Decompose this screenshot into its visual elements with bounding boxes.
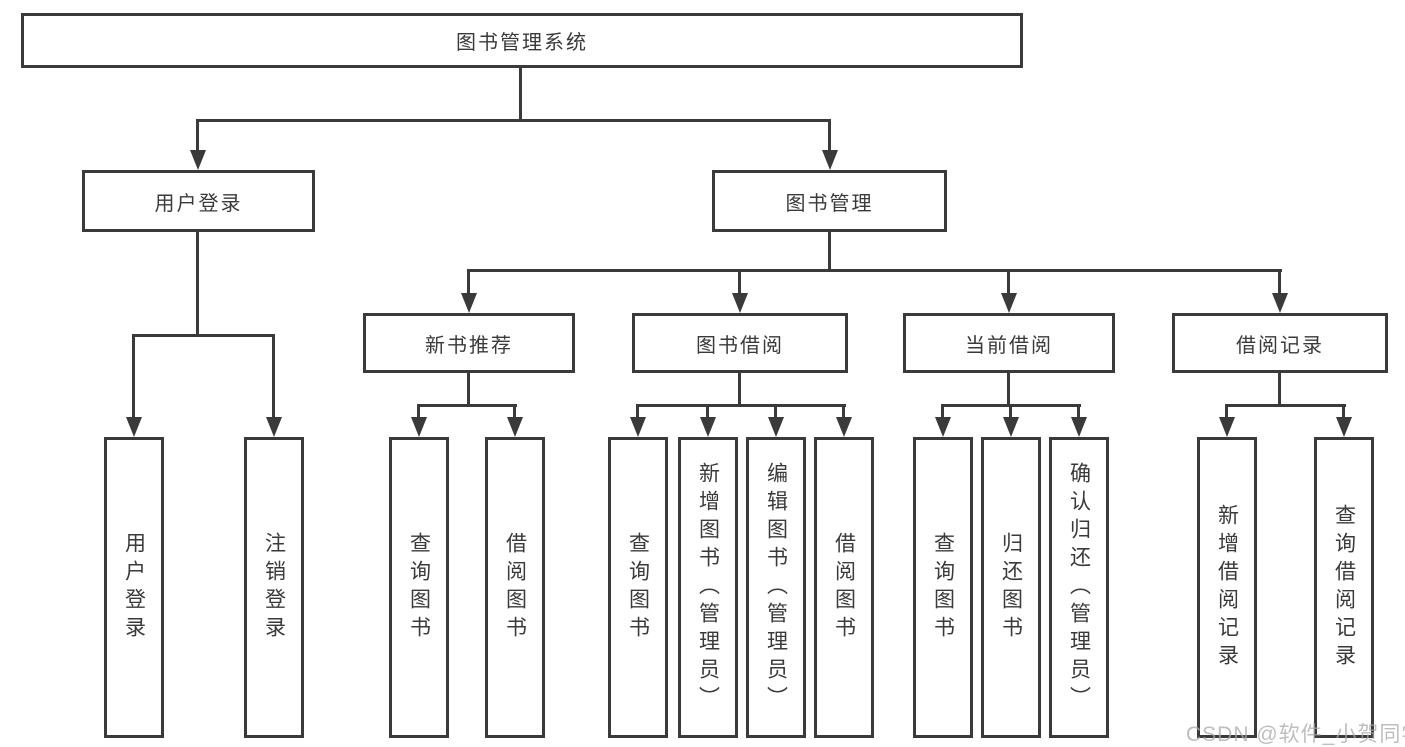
node-label: 图书管理 <box>785 192 874 215</box>
connector-stem <box>467 373 470 407</box>
leaf-borrow-books-recommend: 借阅图书 <box>485 437 545 738</box>
arrowhead-down-icon <box>1336 417 1352 437</box>
leaf-label: 查询图书 <box>931 531 955 644</box>
leaf-confirm-return-admin: 确认归还（管理员） <box>1049 437 1109 738</box>
leaf-label: 注销登录 <box>262 531 286 644</box>
arrowhead-down-icon <box>126 417 142 437</box>
connector-drop <box>636 404 639 419</box>
leaf-label: 新增图书（管理员） <box>696 461 720 714</box>
leaf-borrow-books: 借阅图书 <box>814 437 874 738</box>
connector-stem <box>1278 373 1281 407</box>
arrowhead-down-icon <box>266 417 282 437</box>
node-label: 借阅记录 <box>1236 334 1324 357</box>
leaf-query-books-recommend: 查询图书 <box>389 437 449 738</box>
arrowhead-down-icon <box>507 417 523 437</box>
arrowhead-down-icon <box>1272 293 1288 313</box>
arrowhead-down-icon <box>411 417 427 437</box>
arrowhead-down-icon <box>768 417 784 437</box>
leaf-label: 编辑图书（管理员） <box>764 461 788 714</box>
connector-drop <box>706 404 709 419</box>
leaf-label: 查询借阅记录 <box>1332 503 1356 672</box>
connector-stem <box>1007 373 1010 407</box>
connector-drop <box>1342 404 1345 419</box>
leaf-query-books-borrow: 查询图书 <box>608 437 668 738</box>
leaf-edit-books-admin: 编辑图书（管理员） <box>746 437 806 738</box>
node-current-borrow: 当前借阅 <box>903 313 1115 373</box>
csdn-watermark: CSDN @软件_小贺同学 <box>1186 723 1405 746</box>
leaf-add-borrow-record: 新增借阅记录 <box>1197 437 1257 738</box>
arrowhead-down-icon <box>1001 293 1017 313</box>
connector-drop <box>1007 269 1010 295</box>
connector-root-stem <box>519 68 522 122</box>
connector-drop <box>738 269 741 295</box>
arrowhead-down-icon <box>1219 417 1235 437</box>
connector-drop <box>842 404 845 419</box>
connector-drop <box>941 404 944 419</box>
leaf-label: 新增借阅记录 <box>1215 503 1239 672</box>
connector-book-mgmt-rail <box>468 269 1282 272</box>
connector-drop <box>1278 269 1281 295</box>
connector-drop <box>1225 404 1228 419</box>
node-label: 新书推荐 <box>425 334 513 357</box>
connector-stem <box>738 373 741 407</box>
leaf-label: 用户登录 <box>122 531 146 644</box>
connector-drop <box>1009 404 1012 419</box>
connector-drop <box>272 334 275 418</box>
connector-drop <box>417 404 420 419</box>
connector-drop <box>196 119 199 151</box>
node-book-management: 图书管理 <box>712 170 947 232</box>
connector-drop <box>513 404 516 419</box>
node-user-login: 用户登录 <box>82 170 315 232</box>
arrowhead-down-icon <box>836 417 852 437</box>
leaf-add-books-admin: 新增图书（管理员） <box>678 437 738 738</box>
node-label: 图书管理系统 <box>456 32 588 54</box>
leaf-label: 确认归还（管理员） <box>1067 461 1091 714</box>
leaf-query-books-current: 查询图书 <box>913 437 973 738</box>
leaf-label: 查询图书 <box>626 531 650 644</box>
connector-rail <box>1225 404 1346 407</box>
connector-book-mgmt-stem <box>828 232 831 272</box>
node-new-book-recommend: 新书推荐 <box>363 313 575 373</box>
arrowhead-down-icon <box>732 293 748 313</box>
connector-user-login-rail <box>133 334 275 337</box>
arrowhead-down-icon <box>190 150 206 170</box>
leaf-label: 借阅图书 <box>832 531 856 644</box>
node-label: 当前借阅 <box>965 334 1053 357</box>
node-borrow-records: 借阅记录 <box>1172 313 1388 373</box>
leaf-label: 查询图书 <box>407 531 431 644</box>
arrowhead-down-icon <box>700 417 716 437</box>
leaf-label: 借阅图书 <box>503 531 527 644</box>
arrowhead-down-icon <box>822 150 838 170</box>
leaf-user-login: 用户登录 <box>104 437 164 738</box>
node-book-borrow: 图书借阅 <box>632 313 848 373</box>
leaf-query-borrow-record: 查询借阅记录 <box>1314 437 1374 738</box>
leaf-logout: 注销登录 <box>244 437 304 738</box>
node-root-book-management-system: 图书管理系统 <box>21 13 1023 68</box>
arrowhead-down-icon <box>630 417 646 437</box>
leaf-label: 归还图书 <box>999 531 1023 644</box>
connector-drop <box>828 119 831 151</box>
leaf-return-books: 归还图书 <box>981 437 1041 738</box>
arrowhead-down-icon <box>1071 417 1087 437</box>
arrowhead-down-icon <box>461 293 477 313</box>
connector-user-login-stem <box>196 232 199 337</box>
connector-drop <box>774 404 777 419</box>
connector-drop <box>467 269 470 295</box>
connector-rail <box>636 404 846 407</box>
node-label: 用户登录 <box>154 192 243 215</box>
connector-root-rail <box>197 119 831 122</box>
connector-drop <box>1077 404 1080 419</box>
arrowhead-down-icon <box>1003 417 1019 437</box>
connector-rail <box>417 404 517 407</box>
arrowhead-down-icon <box>935 417 951 437</box>
connector-drop <box>132 334 135 418</box>
node-label: 图书借阅 <box>696 334 784 357</box>
